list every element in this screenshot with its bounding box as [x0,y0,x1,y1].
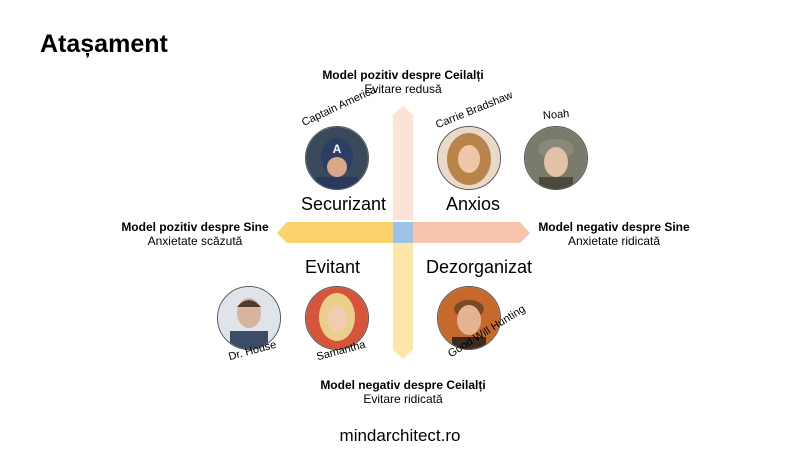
right-axis-title: Model negativ despre Sine [538,220,690,234]
left-axis-title: Model pozitiv despre Sine [121,220,269,234]
arrow-left [277,222,393,243]
caption-noah: Noah [542,107,570,123]
axes-center [393,222,413,243]
carrie-portrait [438,127,500,189]
quadrant-secure: Securizant [301,194,387,214]
arrow-right [413,222,530,243]
bottom-axis-label: Model negativ despre Ceilalți Evitare ri… [263,378,543,406]
bottom-axis-title: Model negativ despre Ceilalți [320,378,486,392]
right-axis-label: Model negativ despre Sine Anxietate ridi… [524,220,704,248]
captain-america-portrait: A [306,127,368,189]
good-will-hunting-portrait [438,287,500,349]
quadrant-anxious: Anxios [446,194,501,214]
bottom-axis-subtitle: Evitare ridicată [363,392,443,406]
quadrant-avoidant: Evitant [305,257,361,277]
arrow-up [393,106,413,220]
house-portrait [218,287,280,349]
right-axis-subtitle: Anxietate ridicată [567,234,661,248]
top-axis-title: Model pozitiv despre Ceilalți [322,68,484,82]
noah-avatar [524,126,588,190]
good-will-hunting-avatar [437,286,501,350]
samantha-portrait [306,287,368,349]
top-axis-label: Model pozitiv despre Ceilalți Evitare re… [263,68,543,96]
carrie-avatar [437,126,501,190]
house-avatar [217,286,281,350]
left-axis-label: Model pozitiv despre Sine Anxietate scăz… [105,220,285,248]
svg-text:A: A [333,142,342,156]
top-axis-subtitle: Evitare redusă [364,82,442,96]
noah-portrait [525,127,587,189]
quadrant-disorganized: Dezorganizat [426,257,533,277]
footer-site: mindarchitect.ro [339,426,461,445]
page-title: Atașament [40,30,168,58]
left-axis-subtitle: Anxietate scăzută [147,234,243,248]
arrow-down [393,243,413,359]
samantha-avatar [305,286,369,350]
captain-america-avatar: A [305,126,369,190]
